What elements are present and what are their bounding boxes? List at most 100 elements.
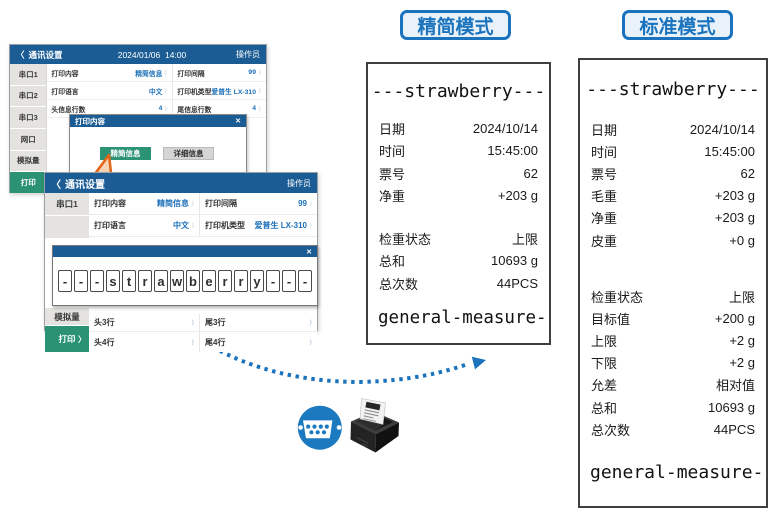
dialog-title: 打印内容 (75, 116, 105, 126)
char-cell[interactable]: - (298, 270, 312, 292)
receipt-field-label: 皮重 (591, 233, 618, 249)
setting-print-language[interactable]: 打印语言 中文 〉 (89, 215, 199, 236)
dotted-arrow (212, 345, 486, 385)
sidebar-item-serial2[interactable]: 串口2 (10, 85, 47, 107)
screen1-datetime: 2024/01/06 14:00 (117, 49, 187, 60)
detailed-info-button[interactable]: 详细信息 (163, 147, 214, 160)
chevron-right-icon: 〉 (165, 107, 170, 113)
chevron-right-icon: 〉 (309, 224, 315, 230)
sidebar-item-serial1[interactable]: 串口1 (45, 193, 89, 215)
char-cell[interactable]: r (234, 270, 248, 292)
char-cell[interactable]: y (250, 270, 264, 292)
receipt-row: 票号 62 (591, 162, 755, 184)
receipt-field-label: 下限 (591, 356, 618, 372)
chevron-right-icon: 〉 (78, 334, 86, 344)
receipt-row: 日期 2024/10/14 (591, 118, 755, 140)
chevron-right-icon: 〉 (258, 71, 264, 77)
char-cell[interactable]: r (218, 270, 232, 292)
char-cell[interactable]: - (90, 270, 104, 292)
setting-header-lines[interactable]: 头信息行数 4 〉 (47, 100, 172, 117)
receipt-standard-mode: ---strawberry--- 日期 2024/10/14 时间 15:45:… (578, 58, 768, 508)
close-icon[interactable]: ✕ (235, 118, 241, 125)
screen1-content: 打印内容 精简信息 〉 打印间隔 99 〉 打印语言 中文 〉 (46, 64, 266, 193)
receipt-field-value: 2024/10/14 (689, 121, 755, 137)
chevron-right-icon: 〉 (258, 89, 264, 95)
receipt-field-label: 日期 (591, 122, 618, 138)
receipt-row: 票号 62 (379, 162, 538, 185)
receipt-row: 毛重 +203 g (591, 185, 755, 207)
receipt-field-label: 目标值 (591, 311, 631, 327)
back-icon[interactable]: 〈 (16, 49, 25, 60)
setting-value: 4 (252, 105, 256, 112)
settings-row: 头3行 〉 尾3行 〉 (45, 314, 317, 332)
sidebar-item-print[interactable]: 打印 (10, 172, 47, 193)
sidebar-item-print[interactable]: 打印 〉 (45, 326, 89, 352)
receipt-row: 总和 10693 g (379, 250, 538, 273)
setting-footer-lines[interactable]: 尾信息行数 4 〉 (172, 100, 266, 117)
sidebar-item-ethernet[interactable]: 网口 (10, 128, 47, 150)
char-cell[interactable]: e (202, 270, 216, 292)
setting-head4[interactable]: 头4行 〉 (89, 332, 199, 352)
receipt-field-value: 10693 g (491, 253, 538, 269)
chevron-right-icon: 〉 (191, 340, 197, 347)
receipt-field-value: 2024/10/14 (472, 120, 538, 136)
receipt-field-value: 62 (523, 165, 538, 181)
char-cell[interactable]: - (266, 270, 280, 292)
setting-print-content[interactable]: 打印内容 精简信息 〉 (89, 193, 199, 214)
receipt-simple-mode: ---strawberry--- 日期 2024/10/14 时间 15:45:… (366, 62, 551, 345)
settings-row: 打印语言 中文 〉 打印机类型 爱普生 LX-310 〉 (47, 82, 266, 100)
char-cell[interactable]: - (282, 270, 296, 292)
receipt-field-label: 时间 (591, 144, 618, 160)
sidebar-item-analog[interactable]: 模拟量 (10, 150, 47, 172)
settings-row: 打印语言 中文 〉 打印机类型 爱普生 LX-310 〉 (45, 215, 317, 237)
sidebar-item-analog[interactable]: 模拟量 (45, 308, 89, 325)
setting-tail3[interactable]: 尾3行 〉 (199, 314, 317, 331)
setting-value: 中文 (148, 88, 163, 96)
chevron-right-icon: 〉 (191, 202, 197, 208)
chevron-right-icon: 〉 (191, 321, 197, 327)
setting-print-content[interactable]: 打印内容 精简信息 〉 (47, 64, 172, 81)
setting-print-interval[interactable]: 打印间隔 99 〉 (172, 64, 266, 81)
char-cell[interactable]: s (106, 270, 120, 292)
sidebar-item-serial1[interactable]: 串口1 (10, 64, 47, 85)
setting-label: 打印机类型 (205, 221, 245, 230)
setting-label: 头3行 (94, 318, 115, 327)
screen1-operator[interactable]: 操作员 (236, 50, 260, 59)
setting-print-language[interactable]: 打印语言 中文 〉 (47, 82, 172, 99)
receipt-field-value: 62 (740, 165, 755, 181)
receipt-footer: general-measure- (590, 462, 764, 483)
char-cell[interactable]: - (74, 270, 88, 292)
setting-head3[interactable]: 头3行 〉 (89, 314, 199, 331)
chevron-right-icon: 〉 (258, 107, 264, 113)
sidebar-item-serial3[interactable]: 串口3 (10, 107, 47, 128)
sidebar-item-serial2[interactable] (45, 216, 89, 238)
setting-print-interval[interactable]: 打印间隔 99 〉 (199, 193, 317, 214)
close-icon[interactable]: ✕ (306, 248, 312, 256)
settings-row: 头4行 〉 尾4行 〉 (45, 332, 317, 352)
char-cell[interactable]: w (170, 270, 184, 292)
chevron-right-icon: 〉 (191, 224, 197, 230)
char-cell[interactable]: r (138, 270, 152, 292)
char-cell[interactable]: b (186, 270, 200, 292)
receipt-row: 目标值 +200 g (591, 307, 755, 329)
char-cell[interactable]: t (122, 270, 136, 292)
receipt-rows: 检重状态 上限 总和 10693 g 总次数 44PCS (379, 227, 538, 295)
receipt-title: ---strawberry--- (371, 81, 546, 102)
receipt-field-label: 检重状态 (379, 231, 432, 247)
setting-value: 爱普生 LX-310 (254, 221, 307, 230)
settings-row: 打印内容 精简信息 〉 打印间隔 99 〉 (45, 193, 317, 215)
receipt-field-value: +2 g (729, 355, 755, 371)
setting-value: 99 (298, 199, 307, 208)
setting-tail4[interactable]: 尾4行 〉 (199, 332, 317, 352)
char-cell[interactable]: a (154, 270, 168, 292)
receipt-field-value: +203 g (497, 188, 538, 204)
chevron-right-icon: 〉 (309, 340, 315, 347)
char-cell[interactable]: - (58, 270, 72, 292)
setting-printer-type[interactable]: 打印机类型 爱普生 LX-310 〉 (172, 82, 266, 99)
screen2-operator[interactable]: 操作员 (287, 178, 311, 188)
setting-printer-type[interactable]: 打印机类型 爱普生 LX-310 〉 (199, 215, 317, 236)
setting-value: 中文 (172, 221, 189, 230)
back-icon[interactable]: 〈 (51, 179, 61, 191)
simple-info-button[interactable]: 精简信息 (100, 147, 151, 160)
receipt-field-value: 15:45:00 (704, 143, 755, 159)
